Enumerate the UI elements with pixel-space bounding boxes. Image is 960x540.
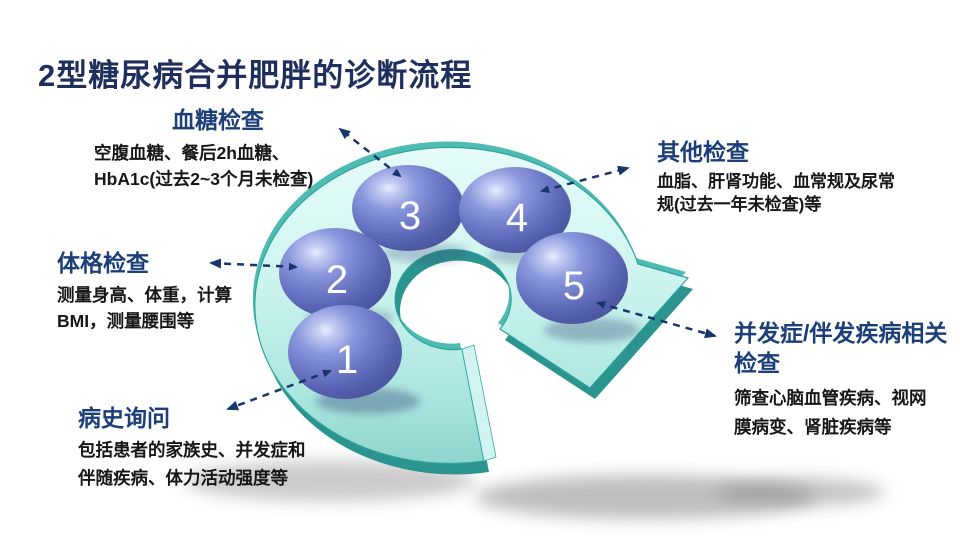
step-sphere-2: 2 <box>279 228 391 318</box>
step-label-2: 体格检查 测量身高、体重，计算 BMI，测量腰围等 <box>57 250 297 334</box>
sphere-number-3: 3 <box>399 194 421 238</box>
step-body-1: 包括患者的家族史、并发症和 伴随疾病、体力活动强度等 <box>78 436 358 492</box>
circular-arrow-tail-cut <box>461 344 497 462</box>
step-1-line-2: 伴随疾病、体力活动强度等 <box>78 468 288 488</box>
step-label-1: 病史询问 包括患者的家族史、并发症和 伴随疾病、体力活动强度等 <box>78 405 358 492</box>
step-4-line-2: 规(过去一年未检查)等 <box>657 195 822 214</box>
shadow-blob-right <box>715 478 885 506</box>
step-body-3: 空腹血糖、餐后2h血糖、 HbA1c(过去2~3个月未检查) <box>94 140 342 192</box>
connector-step-1 <box>226 369 332 411</box>
step-heading-3: 血糖检查 <box>172 107 264 133</box>
step-spheres: 3 4 2 5 1 <box>279 165 628 399</box>
step-label-5: 并发症/伴发疾病相关检查 筛查心脑血管疾病、视网 膜病变、肾脏疾病等 <box>734 318 960 442</box>
step-3-line-2: HbA1c(过去2~3个月未检查) <box>94 169 314 189</box>
connectors <box>209 127 717 411</box>
connector-step-2 <box>209 258 298 271</box>
step-sphere-3: 3 <box>352 165 464 251</box>
sphere-number-5: 5 <box>563 264 585 308</box>
step-5-line-2: 膜病变、肾脏疾病等 <box>734 417 892 437</box>
ground-shadow <box>185 461 885 519</box>
sphere-number-1: 1 <box>336 338 358 382</box>
step-1-line-1: 包括患者的家族史、并发症和 <box>78 440 306 460</box>
sphere-number-4: 4 <box>506 196 528 240</box>
step-2-line-2: BMI，测量腰围等 <box>57 311 195 331</box>
step-heading-5: 并发症/伴发疾病相关检查 <box>734 320 948 376</box>
step-sphere-1: 1 <box>288 305 402 399</box>
step-label-4: 其他检查 血脂、肝肾功能、血常规及尿常 规(过去一年未检查)等 <box>657 140 919 216</box>
step-5-line-1: 筛查心脑血管疾病、视网 <box>734 388 927 408</box>
step-3-line-1: 空腹血糖、餐后2h血糖、 <box>94 143 290 163</box>
step-heading-4: 其他检查 <box>657 139 749 165</box>
step-heading-1: 病史询问 <box>78 405 170 431</box>
step-2-line-1: 测量身高、体重，计算 <box>57 285 232 305</box>
step-body-2: 测量身高、体重，计算 BMI，测量腰围等 <box>57 282 297 334</box>
step-label-3: 血糖检查 空腹血糖、餐后2h血糖、 HbA1c(过去2~3个月未检查) <box>94 107 342 192</box>
step-heading-2: 体格检查 <box>57 250 149 276</box>
sphere-number-2: 2 <box>326 258 348 302</box>
page-title: 2型糖尿病合并肥胖的诊断流程 <box>38 58 473 93</box>
step-4-line-1: 血脂、肝肾功能、血常规及尿常 <box>657 172 895 191</box>
connector-step-4 <box>540 165 630 194</box>
step-sphere-5: 5 <box>516 232 628 324</box>
step-body-5: 筛查心脑血管疾病、视网 膜病变、肾脏疾病等 <box>734 384 960 442</box>
step-body-4: 血脂、肝肾功能、血常规及尿常 规(过去一年未检查)等 <box>657 170 919 216</box>
shadow-blob-left <box>185 461 475 501</box>
